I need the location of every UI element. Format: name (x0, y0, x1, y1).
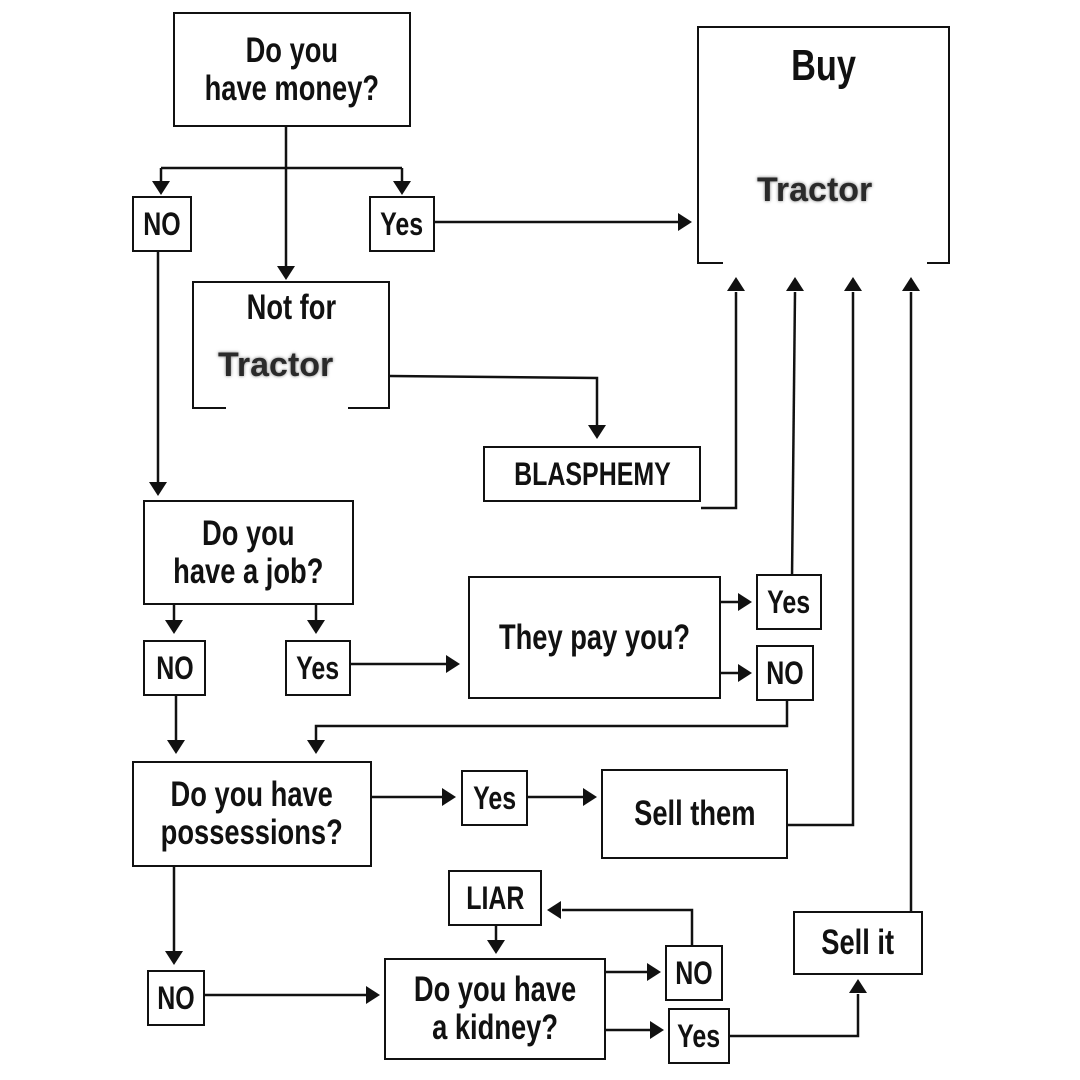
buy-text: Buy (791, 41, 856, 90)
arrow-to-not-for (277, 266, 295, 280)
possessions-no-label: NO (157, 979, 195, 1016)
arrow-to-job-yes (307, 620, 325, 634)
not-for-bottom-edge-left (192, 407, 226, 409)
money-yes-box: Yes (369, 196, 435, 252)
sell-it-box: Sell it (793, 911, 923, 975)
money-question-box: Do you have money? (173, 12, 411, 127)
arrow-liar-to-kidney (487, 940, 505, 954)
not-for-to-blasphemy (389, 374, 599, 425)
sell-it-text: Sell it (821, 923, 895, 963)
arrow-to-kidney-yes (650, 1021, 664, 1039)
job-no-label: NO (155, 649, 194, 686)
buy-bottom-edge-right (927, 262, 950, 264)
arrow-to-money-no (152, 181, 170, 195)
arrow-buy-4 (902, 277, 920, 291)
possessions-question-box: Do you have possessions? (132, 761, 372, 867)
arrow-to-sell-them (583, 788, 597, 806)
money-yes-label: Yes (380, 205, 424, 242)
arrow-to-sell-it (849, 979, 867, 993)
kidney-no-label: NO (675, 954, 713, 991)
arrow-to-job-no (165, 620, 183, 634)
arrow-to-possessions-no (165, 951, 183, 965)
pay-yes-box: Yes (756, 574, 822, 630)
arrow-to-kidney (366, 986, 380, 1004)
buy-tractor-text: Tractor (757, 171, 873, 209)
liar-box: LIAR (448, 870, 542, 926)
blasphemy-label: BLASPHEMY (513, 455, 671, 492)
job-yes-label: Yes (296, 649, 340, 686)
money-question-text: Do you have money? (204, 30, 380, 108)
buy-tractor-box: Buy Tractor (697, 26, 950, 264)
arrow-to-blasphemy (588, 425, 606, 439)
arrow-to-pay-yes (738, 593, 752, 611)
arrow-to-possessions-1 (167, 740, 185, 754)
not-for-bottom-edge-right (348, 407, 390, 409)
job-yes-box: Yes (285, 640, 351, 696)
arrow-to-buy-from-yes (678, 213, 692, 231)
arrow-to-kidney-no (647, 963, 661, 981)
money-no-box: NO (132, 196, 192, 252)
pay-question-text: They pay you? (498, 617, 691, 657)
not-for-text: Not for (246, 288, 336, 327)
arrow-to-pay (446, 655, 460, 673)
pay-no-label: NO (766, 654, 804, 691)
possessions-no-box: NO (147, 970, 205, 1026)
arrow-buy-3 (844, 277, 862, 291)
arrow-to-job (149, 482, 167, 496)
arrow-to-money-yes (393, 181, 411, 195)
sell-them-text: Sell them (633, 794, 756, 834)
arrow-buy-2 (786, 277, 804, 291)
arrow-to-pay-no (738, 664, 752, 682)
sell-them-to-buy (788, 292, 855, 827)
kidney-no-to-liar (562, 908, 694, 945)
sell-them-box: Sell them (601, 769, 788, 859)
pay-yes-label: Yes (767, 583, 811, 620)
possessions-yes-box: Yes (461, 770, 528, 826)
blasphemy-to-buy (701, 292, 738, 510)
money-no-label: NO (143, 205, 181, 242)
liar-label: LIAR (465, 879, 525, 916)
pay-yes-to-buy (790, 291, 797, 579)
pay-no-box: NO (756, 645, 814, 701)
kidney-no-box: NO (665, 945, 723, 1001)
pay-no-to-possessions (314, 701, 789, 740)
pay-question-box: They pay you? (468, 576, 721, 699)
arrow-buy-1 (727, 277, 745, 291)
kidney-question-box: Do you have a kidney? (384, 958, 606, 1060)
job-no-box: NO (143, 640, 206, 696)
not-for-tractor-text: Tractor (218, 346, 334, 384)
kidney-yes-label: Yes (677, 1017, 721, 1054)
kidney-yes-to-sell-it (730, 994, 860, 1038)
kidney-question-text: Do you have a kidney? (413, 970, 577, 1047)
possessions-question-text: Do you have possessions? (160, 775, 344, 852)
blasphemy-box: BLASPHEMY (483, 446, 701, 502)
arrow-to-possessions-2 (307, 740, 325, 754)
kidney-yes-box: Yes (668, 1008, 730, 1064)
possessions-yes-label: Yes (472, 779, 517, 816)
job-question-box: Do you have a job? (143, 500, 354, 605)
arrow-to-possessions-yes (442, 788, 456, 806)
arrow-to-liar (547, 901, 561, 919)
not-for-tractor-box: Not for Tractor (192, 281, 390, 409)
job-question-text: Do you have a job? (173, 513, 324, 591)
buy-bottom-edge-left (697, 262, 723, 264)
